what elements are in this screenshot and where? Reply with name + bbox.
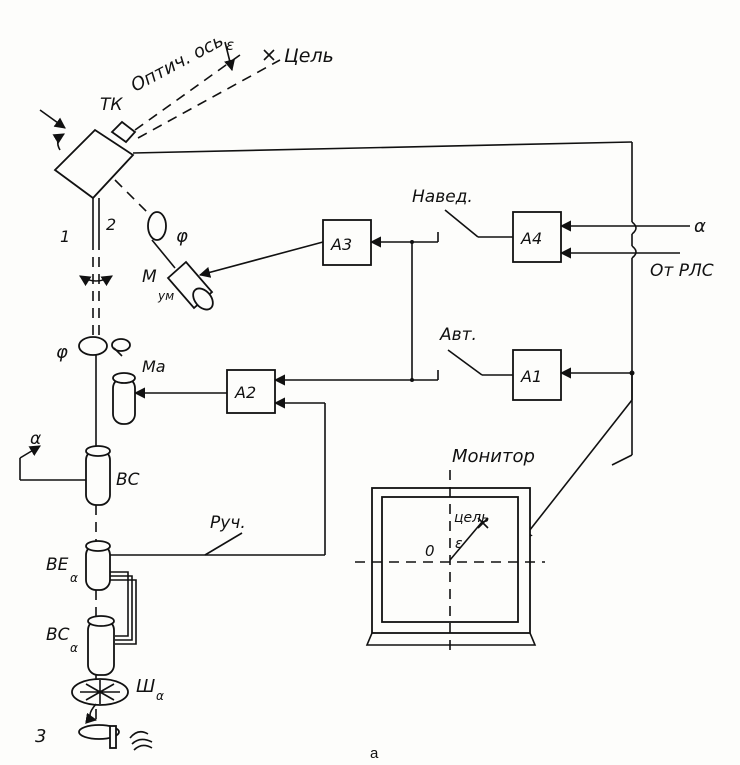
label-motor-m: М [142,267,157,287]
label-monitor-target: цель [454,510,489,526]
label-ot-pls: От РЛС [650,261,714,281]
label-be-sub: α [70,571,78,585]
label-sh: Ш [136,676,155,697]
label-3: 3 [35,726,46,747]
target-mark [263,49,275,61]
block-a4 [512,211,562,263]
wiring [132,141,690,556]
switch-avt [447,349,483,376]
label-bc: ВС [116,470,140,490]
label-ma: Ма [142,357,166,376]
switch-ruch [204,532,243,556]
optical-axis [134,41,281,139]
label-ruch: Руч. [210,513,246,533]
monitor [355,470,545,655]
main-shaft [79,198,113,740]
synchro-link [110,571,137,645]
block-a2 [226,369,276,414]
label-naved: Навед. [412,187,473,207]
label-motor-um-sub: ум [157,289,174,303]
label-monitor-zero: 0 [425,542,435,560]
label-sh-sub: α [156,689,164,703]
block-a3 [322,219,372,266]
label-avt: Авт. [439,325,477,345]
label-2: 2 [106,215,116,234]
synchro-bc [19,445,111,506]
monitor-eps-vector [449,521,483,561]
label-phi-top: φ [176,226,188,247]
elevation-branch [114,179,214,311]
label-optical-axis: Оптич. ось [127,30,227,96]
label-phi-left: φ [56,342,68,363]
label-monitor: Монитор [452,446,535,467]
scale-sh-alpha [71,678,129,724]
switch-naved [444,209,479,238]
label-alpha-right: α [694,216,706,237]
monitor-target-mark [477,517,489,529]
label-a4: А4 [520,229,542,248]
label-bc-alpha-sub: α [70,641,78,655]
label-a2: А2 [234,383,256,402]
motor-um [166,260,214,311]
tv-camera [39,109,137,200]
azimuth-sensor [78,336,136,425]
label-tk: ТК [100,95,123,115]
label-1: 1 [60,227,70,246]
caption: а [370,745,379,762]
label-target: Цель [284,45,334,67]
handwheel [78,724,153,751]
synchro-be-alpha [85,540,325,591]
label-monitor-eps: ε [455,536,463,552]
label-a3: А3 [330,235,352,254]
block-a1 [512,349,562,401]
label-bc-alpha: ВС [46,625,70,645]
label-alpha-left: α [30,429,41,449]
label-a1: А1 [520,367,542,386]
synchro-bc-alpha [87,615,115,676]
label-be: ВЕ [46,555,69,575]
label-epsilon-top: ε [226,36,234,54]
